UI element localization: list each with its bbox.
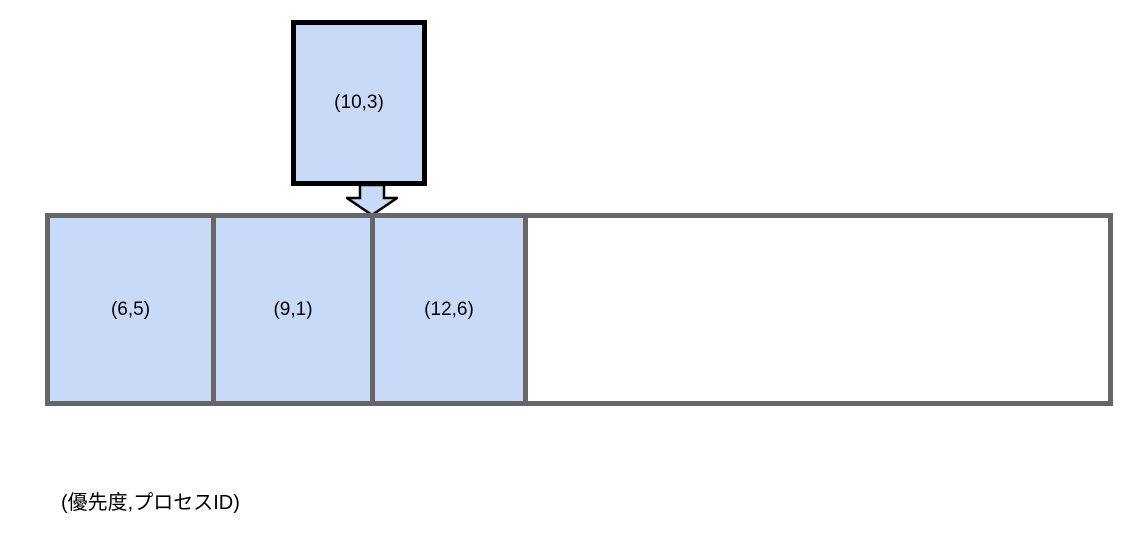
insert-down-arrow-icon	[346, 185, 398, 216]
legend-caption: (優先度,プロセスID)	[61, 492, 240, 514]
queue-cell-3: (12,6)	[375, 218, 528, 401]
incoming-item-box: (10,3)	[291, 20, 427, 186]
queue-cell-2: (9,1)	[216, 218, 375, 401]
priority-queue: (6,5) (9,1) (12,6)	[45, 213, 1113, 406]
queue-cell-1-label: (6,5)	[110, 298, 151, 320]
queue-cell-3-label: (12,6)	[424, 298, 474, 320]
queue-cell-1: (6,5)	[50, 218, 216, 401]
queue-cell-2-label: (9,1)	[273, 298, 313, 320]
queue-empty-region	[528, 218, 1108, 401]
incoming-item-label: (10,3)	[334, 92, 384, 113]
